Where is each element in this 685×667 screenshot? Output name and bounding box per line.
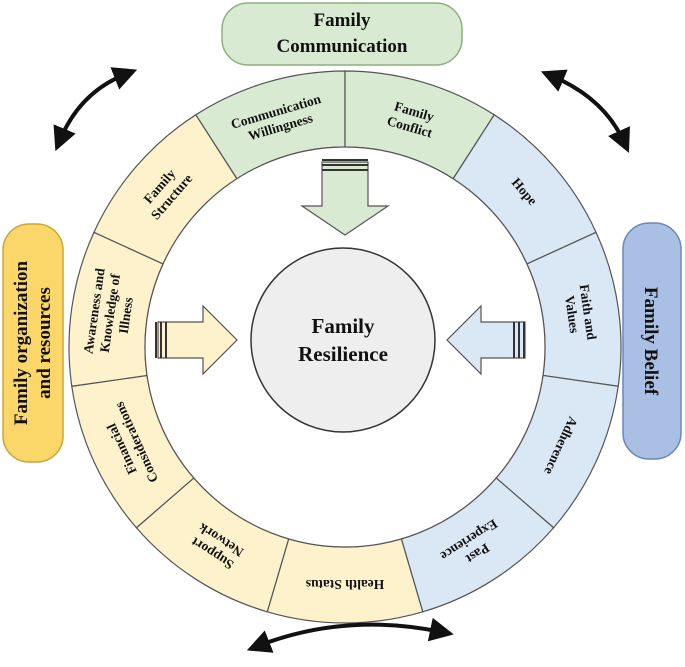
category-organization-line1: Family organization — [11, 261, 32, 426]
segment-label-line: Health Status — [306, 577, 384, 592]
category-family-belief: Family Belief — [622, 222, 682, 460]
segment-label-health-status: Health Status — [306, 577, 384, 592]
core-label-line1: Family — [312, 314, 375, 338]
category-communication-line1: Family — [314, 10, 371, 31]
segment-label-line: Values — [562, 295, 582, 335]
core-circle — [250, 247, 436, 433]
category-family-communication: Family Communication — [221, 2, 463, 66]
segment-label-line: Illness — [116, 296, 136, 335]
curved-double-arrow-icon — [540, 69, 630, 153]
curved-double-arrow-icon — [246, 617, 454, 653]
category-belief-line1: Family Belief — [640, 287, 661, 396]
block-arrow-down-icon — [300, 159, 390, 236]
block-arrow-right-icon — [155, 304, 238, 376]
category-family-organization: Family organization and resources — [2, 223, 64, 463]
block-arrow-left-icon — [446, 304, 526, 376]
outer-ring — [68, 70, 622, 624]
curved-double-arrow-icon — [53, 67, 138, 152]
category-organization-line2: and resources — [34, 287, 55, 399]
core-label-line2: Resilience — [298, 342, 388, 366]
category-communication-line2: Communication — [277, 36, 408, 57]
